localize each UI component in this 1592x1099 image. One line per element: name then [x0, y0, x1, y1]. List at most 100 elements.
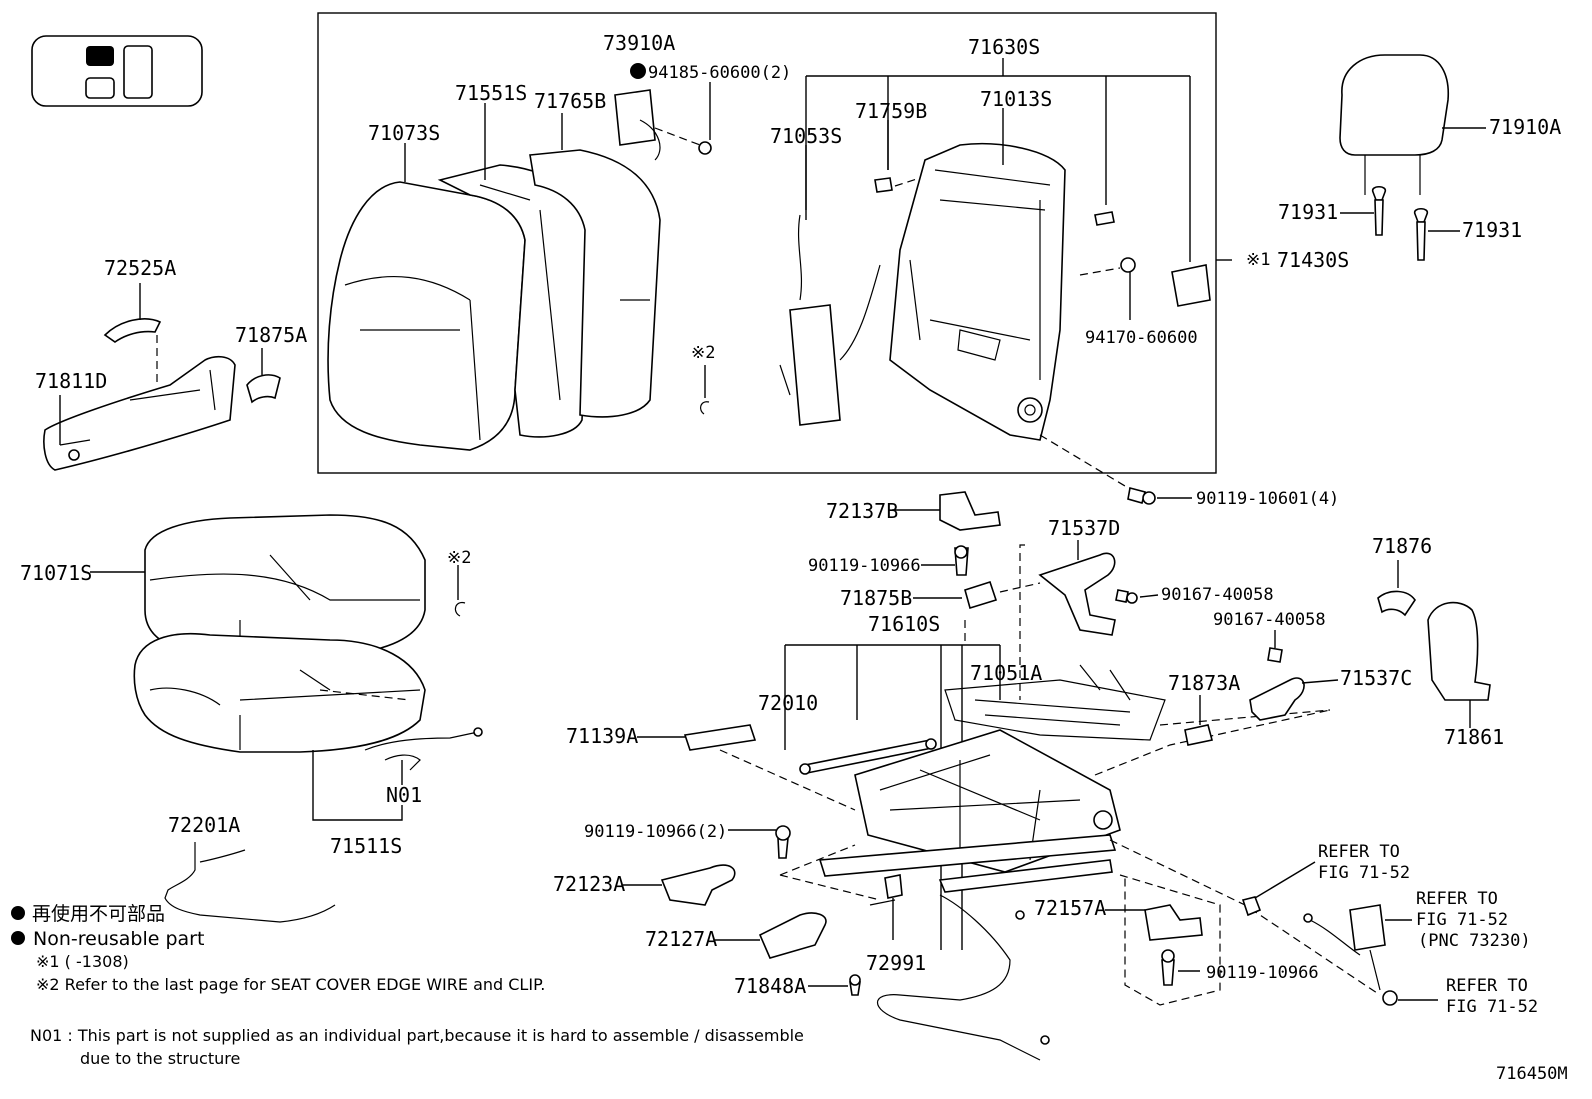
label-72137B: 72137B: [826, 499, 898, 523]
seat-cushion-pad-71511S: [133, 633, 426, 753]
label-71848A: 71848A: [734, 974, 806, 998]
label-71537C: 71537C: [1340, 666, 1412, 690]
legend-notes: 再使用不可部品 Non-reusable part ※1 ( -1308) ※2…: [11, 903, 804, 1068]
note-x1: ※1 ( -1308): [36, 952, 129, 971]
bolt-90119-10601: [1127, 487, 1156, 505]
label-71139A: 71139A: [566, 724, 638, 748]
non-reusable-dot-icon: [630, 63, 646, 79]
label-90119-10601: 90119-10601(4): [1196, 489, 1339, 509]
legend-dot-icon-2: [11, 931, 25, 945]
refer-to-labels: REFER TO FIG 71-52 REFER TO FIG 71-52 (P…: [1318, 842, 1538, 1017]
label-94170-60600: 94170-60600: [1085, 328, 1198, 348]
clip-71848A: [849, 974, 861, 996]
label-94185-60600: 94185-60600(2): [648, 63, 791, 83]
note-n01-line1: N01 : This part is not supplied as an in…: [30, 1026, 804, 1045]
label-N01: N01: [386, 783, 422, 807]
label-71910A: 71910A: [1489, 115, 1561, 139]
label-71051A: 71051A: [970, 661, 1042, 685]
label-90119-10966-upper: 90119-10966: [808, 556, 921, 576]
seat-cushion-cover-71071S: [144, 514, 426, 656]
label-71071S: 71071S: [20, 561, 92, 585]
refer3-line1: REFER TO: [1446, 976, 1528, 996]
belt-nut: [1382, 990, 1398, 1006]
torsion-bar-72010: [799, 738, 937, 775]
label-71073S: 71073S: [368, 121, 440, 145]
cover-72127A: [758, 912, 827, 959]
refer2-line3: (PNC 73230): [1418, 931, 1531, 951]
label-90167-40058-a: 90167-40058: [1161, 585, 1274, 605]
seatback-board-71765B: [529, 149, 661, 418]
label-71931-right: 71931: [1462, 218, 1522, 242]
legend-dot-icon: [11, 906, 25, 920]
lumbar-support-71053S: [779, 214, 881, 426]
label-71511S: 71511S: [330, 834, 402, 858]
cover-71537C: [1249, 677, 1305, 721]
label-71861: 71861: [1444, 725, 1504, 749]
label-71551S: 71551S: [455, 81, 527, 105]
headrest-guide-71931: [1371, 185, 1429, 261]
seat-position-icon: [31, 35, 203, 107]
cover-72157A: [1144, 904, 1203, 941]
refer2-line2: FIG 71-52: [1416, 910, 1508, 930]
edge-wire-72201A: [164, 842, 336, 923]
bolt-90119-10966-x2: [775, 825, 791, 859]
label-90119-10966-x2: 90119-10966(2): [584, 822, 727, 842]
spring-mat-71051A: [944, 664, 1166, 741]
cover-71861: [1427, 601, 1491, 701]
screw-90167-40058a: [1115, 589, 1138, 604]
label-71537D: 71537D: [1048, 516, 1120, 540]
cover-71873A: [1184, 724, 1213, 746]
label-71875A: 71875A: [235, 323, 307, 347]
part-labels: 73910A 94185-60600(2) 71551S 71765B 7107…: [20, 31, 1561, 998]
clip-71759B: [874, 177, 921, 193]
cover-71875B: [964, 580, 998, 610]
legend-nonreusable-en: Non-reusable part: [33, 928, 204, 950]
cover-71537D: [1038, 552, 1116, 636]
seat-belt-buckle: [1303, 904, 1386, 991]
label-71875B: 71875B: [840, 586, 912, 610]
screw-90167-40058b: [1267, 647, 1283, 663]
label-71630S: 71630S: [968, 35, 1040, 59]
cover-71876: [1377, 590, 1416, 617]
refer1-line2: FIG 71-52: [1318, 863, 1410, 883]
mark-x1: ※1: [1246, 250, 1270, 270]
cover-72137B: [939, 491, 1001, 531]
bolt-90119-10966-lower: [1161, 949, 1175, 986]
clip-71430S-area: [1079, 211, 1211, 307]
switch-73910A: [614, 82, 712, 161]
note-x2: ※2 Refer to the last page for SEAT COVER…: [36, 975, 545, 994]
heater-harness-N01: [364, 727, 483, 771]
refer2-line1: REFER TO: [1416, 889, 1498, 909]
label-72127A: 72127A: [645, 927, 717, 951]
label-72157A: 72157A: [1034, 896, 1106, 920]
figure-id: 716450M: [1496, 1064, 1568, 1084]
seatback-group-box: [317, 12, 1217, 474]
cover-71875A: [246, 374, 281, 404]
mark-x2-left: ※2: [447, 548, 471, 568]
refer1-line1: REFER TO: [1318, 842, 1400, 862]
label-71053S: 71053S: [770, 124, 842, 148]
seat-frame-71610S: [818, 729, 1121, 893]
label-90119-10966-lower: 90119-10966: [1206, 963, 1319, 983]
label-72525A: 72525A: [104, 256, 176, 280]
mark-x2-top: ※2: [691, 343, 715, 363]
label-71013S: 71013S: [980, 87, 1052, 111]
label-71765B: 71765B: [534, 89, 606, 113]
label-71873A: 71873A: [1168, 671, 1240, 695]
label-71430S: 71430S: [1277, 248, 1349, 272]
bolt-90119-10966-upper: [954, 545, 969, 576]
cover-71139A: [683, 724, 757, 751]
cover-72525A: [103, 318, 162, 343]
label-71876: 71876: [1372, 534, 1432, 558]
release-cable: [877, 894, 1050, 1061]
cover-72123A: [660, 864, 736, 906]
label-71610S: 71610S: [868, 612, 940, 636]
label-72123A: 72123A: [553, 872, 625, 896]
label-72201A: 72201A: [168, 813, 240, 837]
legend-nonreusable-jp: 再使用不可部品: [32, 903, 165, 925]
refer3-line2: FIG 71-52: [1446, 997, 1538, 1017]
shield-71811D: [43, 355, 236, 471]
label-71759B: 71759B: [855, 99, 927, 123]
label-72010: 72010: [758, 691, 818, 715]
